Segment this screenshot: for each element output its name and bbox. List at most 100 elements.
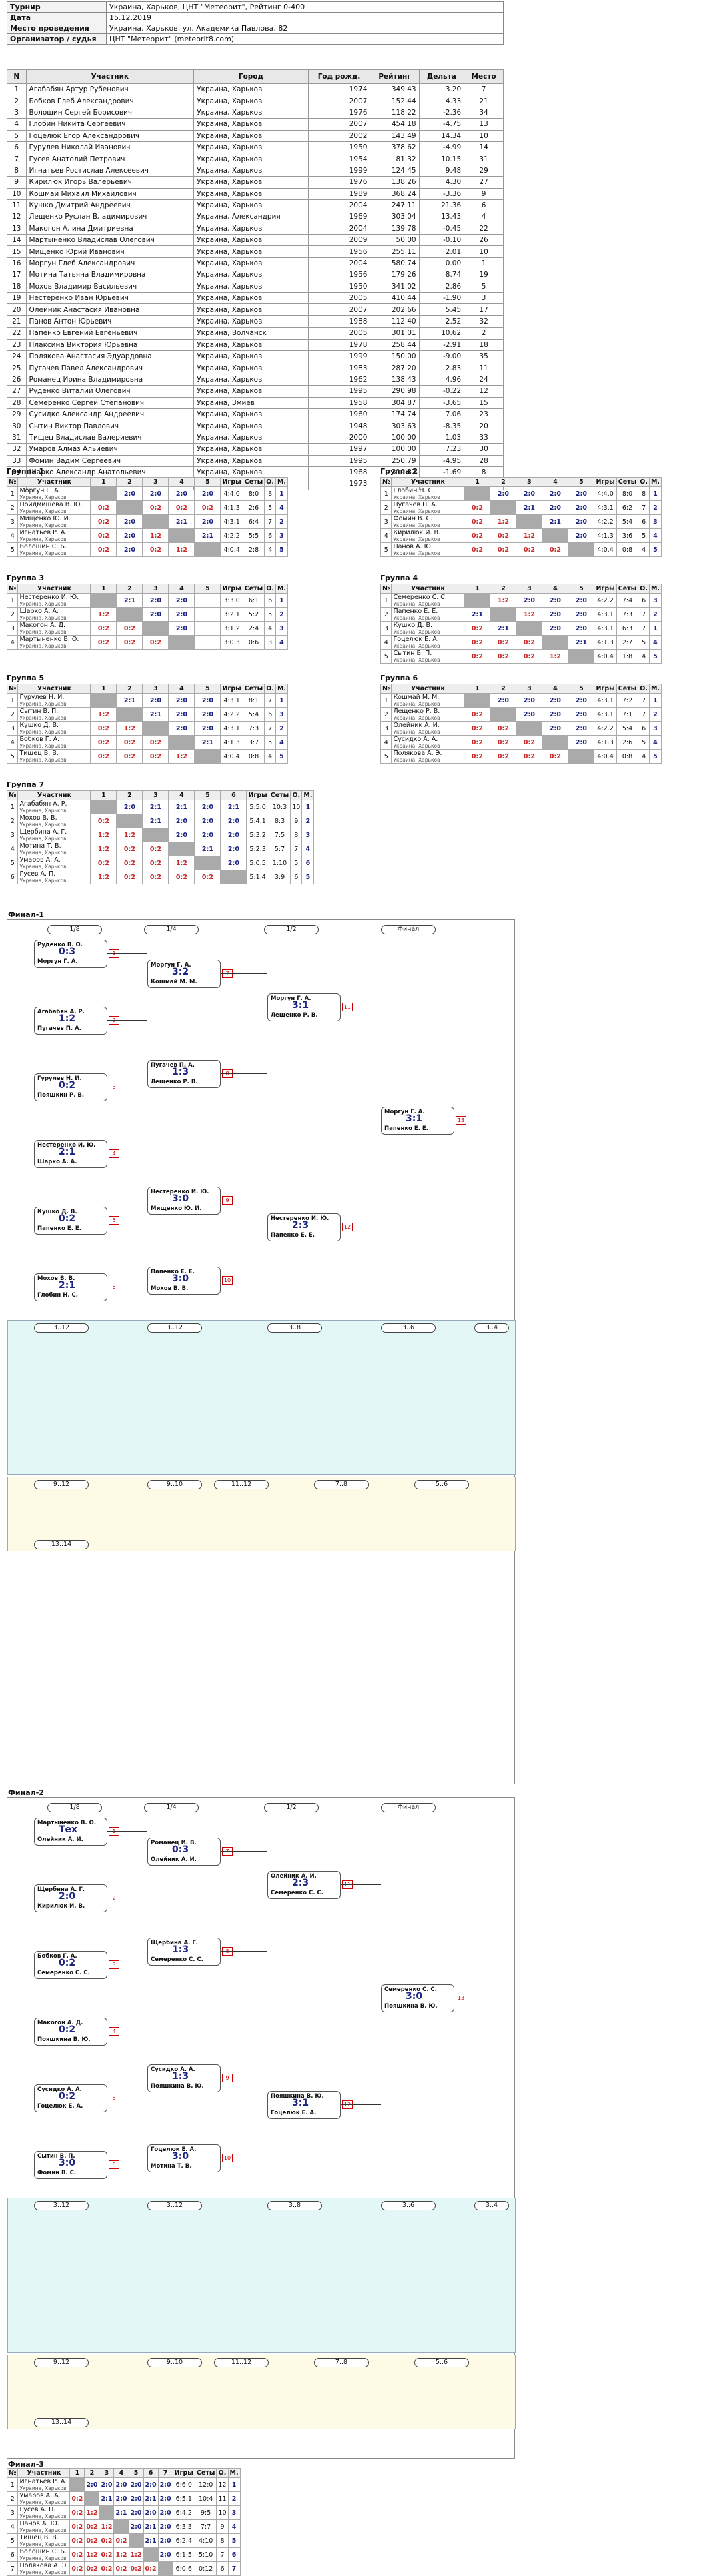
match-score: 0:2	[490, 721, 517, 736]
self-cell	[490, 707, 517, 722]
group-column-header: Сеты	[242, 684, 265, 694]
group-column-header: 1	[464, 584, 491, 594]
self-cell	[69, 2477, 85, 2492]
points: 4	[638, 749, 650, 764]
player-cell: Украина, Харьков	[193, 164, 309, 177]
player-cell: 378.62	[370, 141, 420, 154]
group-column-header: 2	[116, 790, 143, 800]
self-cell	[490, 607, 517, 622]
match-score: 0:2	[90, 500, 117, 515]
column-header: Место	[464, 69, 504, 84]
player-cell: 9	[464, 187, 504, 200]
group-column-header: 1	[464, 477, 491, 487]
match-score: 2:1	[542, 514, 569, 529]
player-cell: 13	[464, 118, 504, 131]
group-column-header: 4	[542, 477, 569, 487]
points: 7	[638, 500, 650, 515]
games: 4:3.1	[220, 693, 243, 708]
player-city: Украина, Харьков	[19, 2569, 67, 2575]
match-score: 0:2	[116, 856, 143, 870]
player-cell: 3	[464, 292, 504, 305]
sets: 9:5	[194, 2505, 217, 2520]
group-column-header: 1	[90, 477, 117, 487]
place: 2	[648, 500, 662, 515]
match-score: 2:0	[542, 486, 569, 501]
sets: 1:8	[616, 649, 639, 664]
round-header: 1/4	[144, 1803, 199, 1812]
match-score	[194, 593, 221, 608]
place: 6	[227, 2547, 241, 2562]
player-cell: 7.23	[418, 443, 465, 456]
player-cell: Украина, Харьков	[193, 420, 309, 432]
points: 11	[216, 2491, 229, 2506]
match-score: 2:0	[116, 528, 143, 543]
games: 4:1.3	[594, 735, 617, 750]
group-player-name: Щербина А. Г.Украина, Харьков	[17, 828, 91, 842]
match-score: 0:2	[490, 542, 517, 557]
player-cell: 32	[464, 315, 504, 328]
group-column-header: 4	[168, 684, 195, 694]
self-cell	[542, 735, 569, 750]
sets: 0:8	[616, 749, 639, 764]
match-score: 1:2	[516, 528, 543, 543]
match-score: 0:2	[516, 635, 543, 650]
sets: 7:3	[616, 607, 639, 622]
self-cell	[568, 749, 595, 764]
seed-number: 10	[222, 2154, 233, 2162]
group-player-name: Полякова А. Э.Украина, Харьков	[17, 2561, 71, 2576]
match-score: 2:0	[542, 621, 569, 636]
place: 1	[227, 2477, 241, 2492]
group-seat: 3	[6, 828, 19, 842]
points: 6	[264, 593, 276, 608]
match-score: 2:0	[194, 828, 221, 842]
player-cell: 139.78	[370, 222, 420, 235]
player-cell: 19	[464, 269, 504, 281]
player-cell: 32	[7, 443, 27, 456]
match-player-2: Мохов В. В.	[151, 1285, 189, 1292]
match-score: 2:0	[568, 735, 595, 750]
match-score: 1:2	[168, 749, 195, 764]
place: 5	[275, 542, 289, 557]
group-player-name: Волошин С. Б.Украина, Харьков	[17, 542, 91, 557]
match-score: 2:0	[220, 828, 247, 842]
player-cell: Украина, Харьков	[193, 338, 309, 351]
sets: 7:5	[268, 828, 291, 842]
player-cell: 8	[7, 164, 27, 177]
games: 5:2.3	[246, 842, 269, 856]
group-column-header: 4	[113, 2468, 129, 2478]
player-cell: Украина, Харьков	[193, 245, 309, 258]
sets: 2:6	[242, 500, 265, 515]
match-score: 0:2	[490, 635, 517, 650]
player-cell: 100.00	[370, 443, 420, 456]
match-score: 0:2	[142, 735, 169, 750]
points: 7	[638, 621, 650, 636]
match-score: 2:0	[516, 486, 543, 501]
match-score: 0:2	[59, 2024, 76, 2035]
player-cell: 1948	[307, 420, 371, 432]
games: 4:0.4	[594, 749, 617, 764]
place: 6	[301, 856, 315, 870]
player-cell: Украина, Харьков	[193, 222, 309, 235]
player-cell: 31	[7, 431, 27, 444]
round-header: 1/4	[144, 925, 199, 934]
group-column-header: Участник	[391, 584, 465, 594]
match-player-2: Пояшкина В. Ю.	[151, 2083, 204, 2090]
group-title: Группа 4	[380, 574, 418, 582]
player-cell: 454.18	[370, 118, 420, 131]
self-cell	[220, 870, 247, 884]
match-score: 0:2	[142, 500, 169, 515]
match-score: 2:1	[142, 814, 169, 828]
match-score: 2:0	[194, 707, 221, 722]
